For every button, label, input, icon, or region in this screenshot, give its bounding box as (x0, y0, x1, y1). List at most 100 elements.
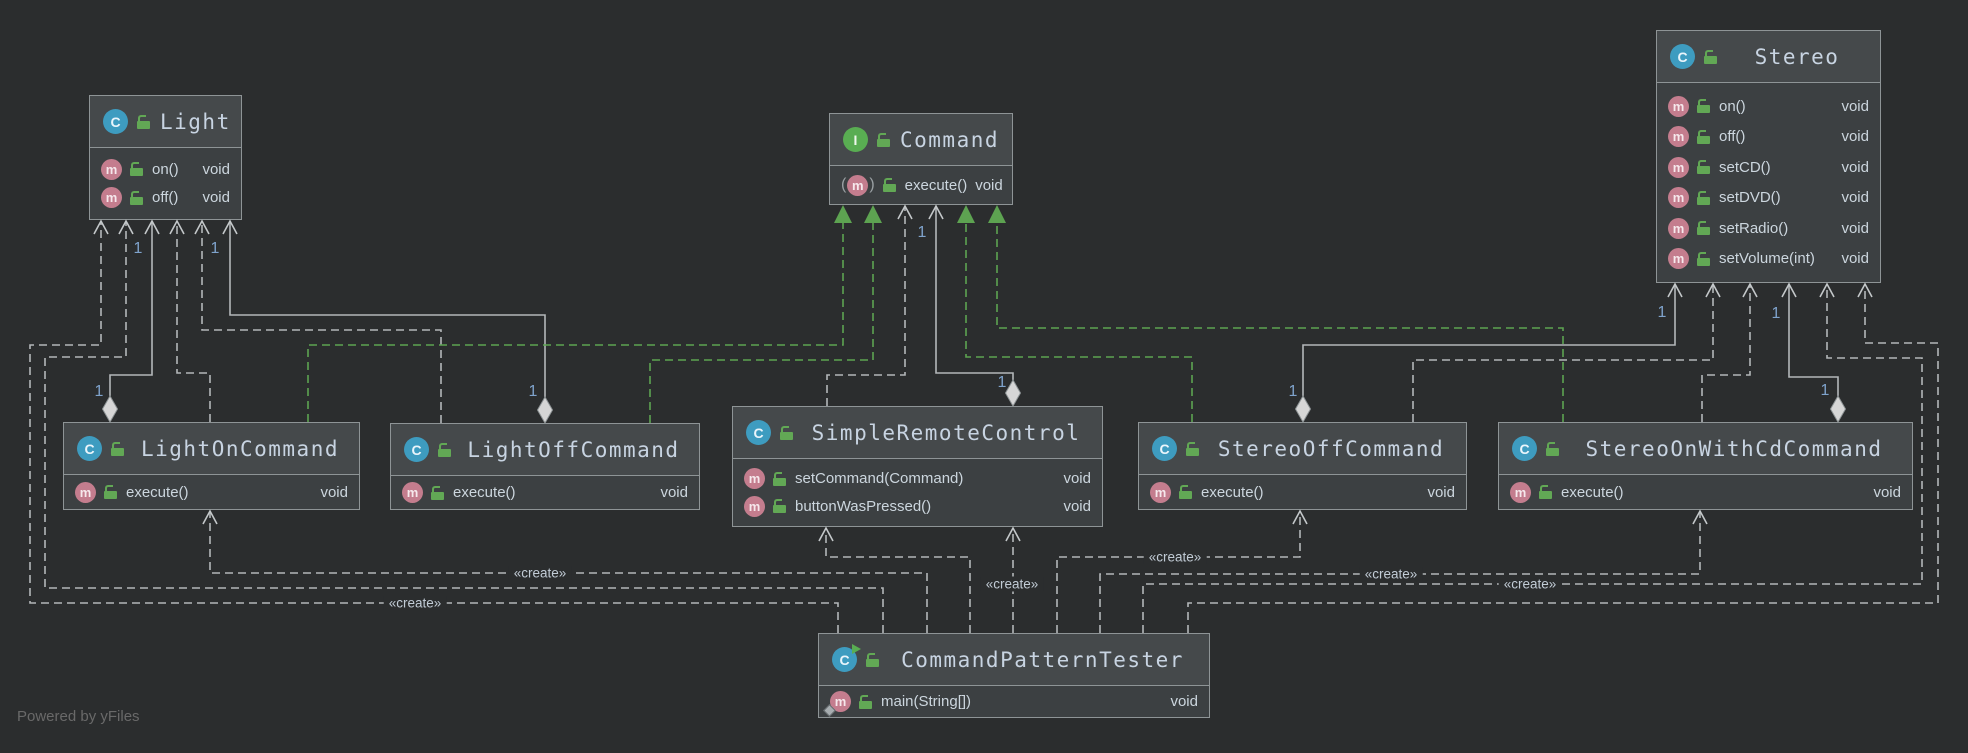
edge-dependency-lightoncommand-light[interactable] (169, 219, 211, 422)
method-name: main(String[]) (881, 693, 972, 710)
class-light[interactable]: C Light m on() void m off() void (89, 95, 242, 220)
create-label: «create» (1143, 549, 1207, 565)
class-stereoonwithcdcommand-header[interactable]: C StereoOnWithCdCommand (1499, 423, 1912, 475)
edge-realization-lightoffcommand-command[interactable] (649, 205, 882, 423)
class-lightoffcommand-header[interactable]: C LightOffCommand (391, 424, 699, 476)
class-lightoffcommand[interactable]: C LightOffCommand m execute() void (390, 423, 700, 510)
method-name: setVolume(int) (1719, 250, 1815, 268)
method-row[interactable]: m off() void (90, 187, 241, 209)
method-row[interactable]: m execute() void (830, 174, 1012, 196)
method-row[interactable]: m on() void (1657, 95, 1880, 117)
edge-create-tester-stereooffcommand[interactable] (1056, 509, 1308, 633)
class-lightoncommand-header[interactable]: C LightOnCommand (64, 423, 359, 475)
edge-aggregation-simpleremotecontrol-command[interactable] (928, 204, 1022, 408)
edge-dependency-simpleremotecontrol-command[interactable] (826, 204, 913, 406)
class-light-header[interactable]: C Light (90, 96, 241, 148)
multiplicity-label: 1 (94, 383, 104, 400)
method-name: execute() (453, 484, 516, 501)
class-title: Light (160, 109, 231, 134)
method-name: buttonWasPressed() (795, 497, 932, 515)
abstract-method-icon: m (841, 174, 875, 196)
method-row[interactable]: m off() void (1657, 126, 1880, 148)
runnable-class-icon: C (832, 644, 861, 672)
method-return-type: void (975, 176, 1003, 194)
method-return-type: void (1427, 483, 1455, 501)
method-icon: m (101, 187, 122, 209)
method-row[interactable]: m setVolume(int) void (1657, 248, 1880, 270)
class-stereo-header[interactable]: C Stereo (1657, 31, 1880, 83)
visibility-icon (1697, 190, 1711, 205)
method-name: execute() (126, 483, 189, 501)
method-return-type: void (1841, 219, 1869, 237)
edge-dependency-tester-simpleremotecontrol[interactable] (818, 526, 971, 633)
visibility-icon (773, 499, 787, 514)
class-commandpatterntester[interactable]: C CommandPatternTester m main(String[]) … (818, 633, 1210, 718)
method-name: off() (1719, 128, 1746, 146)
method-row[interactable]: m execute() void (391, 482, 699, 503)
edge-dependency-lightoffcommand-light[interactable] (194, 219, 442, 423)
class-icon: C (1512, 436, 1537, 461)
edge-realization-stereooffcommand-command[interactable] (957, 205, 1193, 422)
edge-realization-stereoonwithcdcommand-command[interactable] (988, 205, 1564, 422)
method-row[interactable]: m main(String[]) void (819, 691, 1209, 712)
method-row[interactable]: m execute() void (64, 481, 359, 503)
class-lightoncommand[interactable]: C LightOnCommand m execute() void (63, 422, 360, 510)
class-stereo[interactable]: C Stereo m on() void m off() void m setC… (1656, 30, 1881, 283)
multiplicity-label: 1 (528, 383, 538, 400)
interface-command[interactable]: I Command m execute() void (829, 113, 1013, 205)
method-name: execute() (1561, 483, 1624, 501)
class-simpleremotecontrol[interactable]: C SimpleRemoteControl m setCommand(Comma… (732, 406, 1103, 527)
visibility-icon (1697, 129, 1711, 144)
class-title: StereoOnWithCdCommand (1585, 436, 1883, 461)
method-row[interactable]: m execute() void (1139, 481, 1466, 503)
main-method-icon: m (830, 691, 851, 712)
method-row[interactable]: m setDVD() void (1657, 187, 1880, 209)
method-row[interactable]: m buttonWasPressed() void (733, 495, 1102, 517)
method-name: execute() (904, 176, 968, 194)
method-row[interactable]: m on() void (90, 158, 241, 180)
method-return-type: void (660, 484, 688, 501)
interface-command-header[interactable]: I Command (830, 114, 1012, 166)
method-row[interactable]: m execute() void (1499, 481, 1912, 503)
edge-aggregation-stereoonwithcdcommand-stereo[interactable] (1781, 282, 1847, 424)
method-return-type: void (1063, 497, 1091, 515)
visibility-icon (1697, 251, 1711, 266)
visibility-icon (1546, 441, 1560, 456)
class-stereoonwithcdcommand[interactable]: C StereoOnWithCdCommand m execute() void (1498, 422, 1913, 510)
method-icon: m (402, 482, 423, 503)
class-stereooffcommand-header[interactable]: C StereoOffCommand (1139, 423, 1466, 475)
method-icon: m (1668, 217, 1689, 239)
class-title: Command (900, 127, 1000, 152)
edge-dependency-stereoonwithcdcommand-stereo[interactable] (1701, 282, 1758, 422)
multiplicity-label: 1 (917, 224, 927, 241)
multiplicity-label: 1 (1657, 304, 1667, 321)
method-icon: m (1668, 248, 1689, 270)
create-label: «create» (383, 595, 447, 611)
method-return-type: void (1170, 693, 1198, 710)
class-icon: C (404, 437, 429, 462)
method-name: off() (152, 189, 179, 207)
class-title: CommandPatternTester (901, 647, 1184, 672)
edge-aggregation-lightoncommand-light[interactable] (101, 219, 160, 424)
visibility-icon (773, 471, 787, 486)
edge-aggregation-stereooffcommand-stereo[interactable] (1294, 282, 1683, 424)
method-name: on() (152, 160, 179, 178)
multiplicity-label: 1 (133, 240, 143, 257)
edge-dependency-stereooffcommand-stereo[interactable] (1412, 282, 1721, 422)
edge-aggregation-lightoffcommand-light[interactable] (222, 219, 554, 425)
class-simpleremotecontrol-header[interactable]: C SimpleRemoteControl (733, 407, 1102, 459)
multiplicity-label: 1 (1288, 383, 1298, 400)
method-row[interactable]: m setCommand(Command) void (733, 468, 1102, 490)
class-commandpatterntester-header[interactable]: C CommandPatternTester (819, 634, 1209, 686)
class-icon: C (1152, 436, 1177, 461)
method-return-type: void (1873, 483, 1901, 501)
method-icon: m (744, 495, 765, 517)
method-icon: m (1150, 481, 1171, 503)
class-stereooffcommand[interactable]: C StereoOffCommand m execute() void (1138, 422, 1467, 510)
create-label: «create» (1359, 566, 1423, 582)
edge-realization-lightoncommand-command[interactable] (307, 205, 852, 422)
method-row[interactable]: m setCD() void (1657, 156, 1880, 178)
interface-icon: I (843, 127, 868, 152)
method-row[interactable]: m setRadio() void (1657, 217, 1880, 239)
